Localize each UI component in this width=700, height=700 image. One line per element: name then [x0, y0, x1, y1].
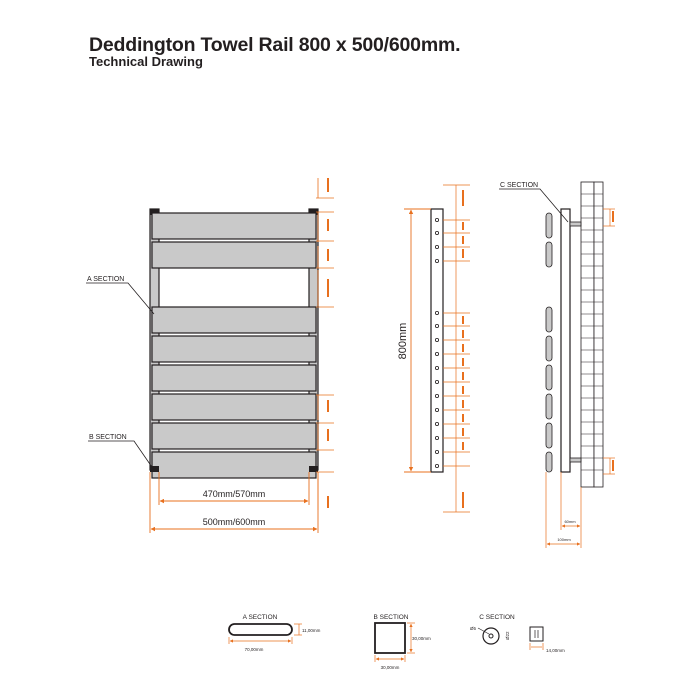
- page-title: Deddington Towel Rail 800 x 500/600mm.: [89, 34, 461, 56]
- panel: [151, 241, 317, 269]
- section-a-width: 70,00mm: [245, 647, 264, 652]
- height-dimension: 800mm: [397, 323, 409, 360]
- inner-width-dimension: 470mm/570mm: [203, 489, 266, 499]
- wall-depth-dimension: 100mm: [557, 537, 571, 542]
- section-a-profile: [228, 623, 293, 636]
- front-panels: [151, 212, 317, 479]
- b-section-label: B SECTION: [89, 434, 127, 441]
- section-b-detail: B SECTION 30,00mm 30,00mm: [373, 614, 431, 670]
- section-a-detail: A SECTION 70,00mm 11,00mm: [228, 614, 321, 652]
- section-b-width: 30,00mm: [381, 665, 400, 670]
- radiator-column: [560, 208, 571, 473]
- section-b-profile: [374, 622, 406, 654]
- panel: [151, 451, 317, 479]
- panel: [151, 335, 317, 363]
- section-b-height: 30,00mm: [412, 636, 431, 641]
- section-b-title: B SECTION: [373, 614, 408, 621]
- section-c-title: C SECTION: [479, 614, 515, 621]
- side-view: 800mm: [397, 184, 470, 513]
- section-a-height: 11,00mm: [302, 628, 321, 633]
- panel: [151, 364, 317, 392]
- page-subtitle: Technical Drawing: [89, 54, 203, 69]
- section-c-inner-diameter: Ø5: [470, 626, 477, 631]
- panel: [151, 422, 317, 450]
- outer-width-dimension: 500mm/600mm: [203, 517, 266, 527]
- a-section-label: A SECTION: [87, 276, 124, 283]
- panel: [151, 306, 317, 334]
- panel: [151, 393, 317, 421]
- section-c-depth: 14,00mm: [546, 648, 565, 653]
- section-c-detail: C SECTION Ø5 Ø22 14,00mm: [470, 614, 565, 653]
- c-section-label: C SECTION: [500, 182, 538, 189]
- front-view: A SECTION B SECTION: [86, 178, 334, 533]
- brick-wall: [580, 181, 604, 488]
- panel: [151, 212, 317, 240]
- section-c-outer-diameter: Ø22: [505, 631, 510, 640]
- wall-gap-dimension: 60mm: [564, 519, 576, 524]
- section-c-bracket: [529, 626, 544, 642]
- section-a-title: A SECTION: [243, 614, 278, 621]
- wall-view: C SECTION 60mm 100mm: [499, 181, 615, 548]
